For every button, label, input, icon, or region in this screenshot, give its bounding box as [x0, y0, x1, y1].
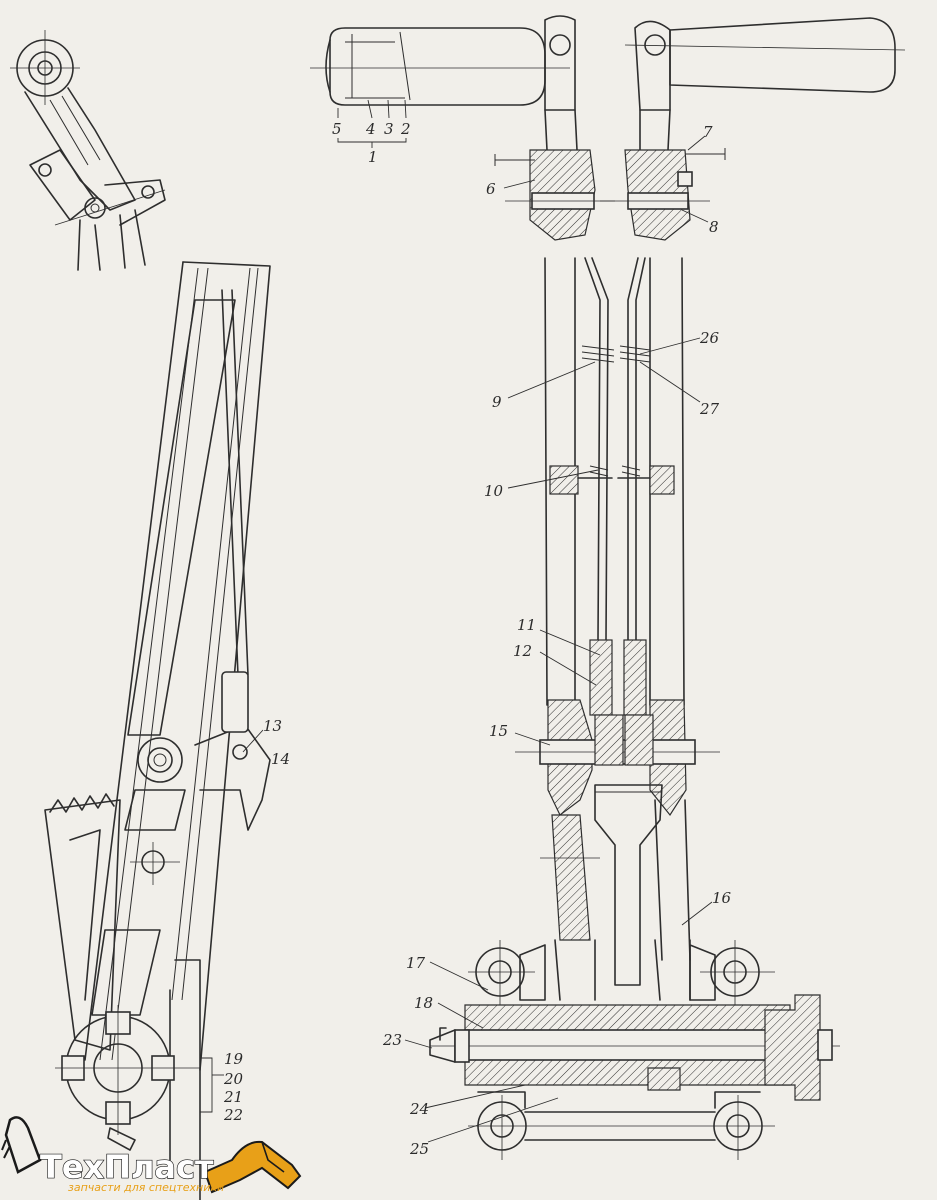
left-lever-assembly: [44, 261, 271, 1200]
label-13: 13: [263, 717, 282, 735]
label-7: 7: [703, 123, 713, 141]
label-23: 23: [382, 1031, 402, 1049]
label-1: 1: [368, 148, 378, 166]
label-27: 27: [699, 400, 720, 418]
label-16: 16: [712, 889, 732, 907]
label-24: 24: [409, 1100, 429, 1118]
logo-tagline: запчасти для спецтехники: [68, 1181, 224, 1194]
leader-lines: [200, 99, 713, 1143]
label-3: 3: [384, 120, 394, 138]
part-labels: 5 4 3 2 1 6 7 8 9 26 27 10 11 12 15 13 1…: [223, 120, 732, 1158]
label-11: 11: [517, 616, 536, 634]
label-5: 5: [332, 120, 342, 138]
techplast-logo: ТехПласт запчасти для спецтехники: [1, 1116, 302, 1194]
label-26: 26: [699, 329, 720, 347]
label-14: 14: [271, 750, 290, 768]
label-22: 22: [223, 1106, 243, 1124]
label-8: 8: [709, 218, 719, 236]
label-18: 18: [414, 994, 433, 1012]
label-15: 15: [489, 722, 508, 740]
label-4: 4: [365, 120, 376, 138]
label-17: 17: [406, 954, 426, 972]
excavator-bucket-icon: [4, 1116, 42, 1174]
label-10: 10: [484, 482, 504, 500]
top-left-detail: [10, 30, 166, 271]
label-21: 21: [223, 1088, 243, 1106]
lower-link: [515, 699, 720, 986]
vertical-tubes: [544, 257, 685, 716]
label-9: 9: [492, 393, 502, 411]
handle-left: [310, 15, 576, 111]
handle-right: [624, 17, 906, 111]
label-25: 25: [409, 1140, 429, 1158]
label-20: 20: [223, 1070, 244, 1088]
label-19: 19: [224, 1050, 244, 1068]
upper-joints: [494, 109, 726, 241]
logo-brand: ТехПласт: [40, 1148, 214, 1186]
label-2: 2: [400, 120, 411, 138]
bottom-base: [429, 939, 840, 1160]
label-6: 6: [486, 180, 496, 198]
label-12: 12: [513, 642, 532, 660]
excavator-arm-icon: [203, 1140, 302, 1194]
